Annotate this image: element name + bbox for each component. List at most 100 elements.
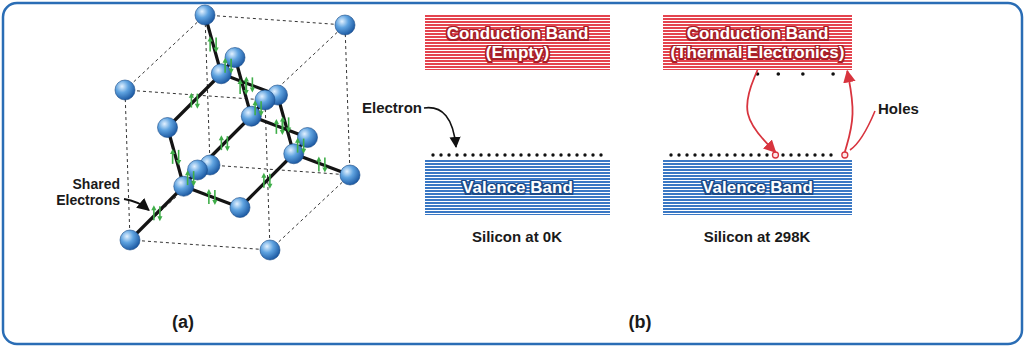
electron-dot — [813, 153, 816, 156]
band-label: Valence Band — [702, 178, 813, 197]
spin-down — [303, 139, 305, 150]
spin-up — [318, 160, 320, 171]
electron-dot — [757, 153, 760, 156]
spin-down — [324, 157, 326, 168]
spin-up — [208, 193, 210, 204]
band-label: Valence Band — [462, 178, 573, 197]
spin-down-head — [259, 111, 264, 116]
spin-down — [193, 171, 195, 182]
spin-up — [263, 177, 265, 188]
spin-up-head — [280, 116, 285, 121]
spin-down — [159, 206, 161, 217]
cube-edge — [205, 15, 345, 25]
spin-down — [214, 190, 216, 201]
silicon-atom — [120, 230, 140, 250]
callout-label: Electron — [330, 99, 422, 116]
spin-up — [191, 97, 193, 108]
spin-down-head — [214, 47, 219, 52]
electron-dot — [503, 153, 506, 156]
electron-dot — [487, 153, 490, 156]
leader-line — [850, 111, 875, 150]
electron-dot — [463, 153, 466, 156]
cube-edge — [270, 175, 350, 250]
panel-label: (b) — [615, 312, 665, 332]
electron-dot — [495, 153, 498, 156]
electron-pair — [280, 116, 291, 132]
spin-down — [178, 150, 180, 161]
silicon-atom — [188, 160, 208, 180]
spin-up — [224, 62, 226, 73]
silicon-atom — [230, 198, 250, 218]
electron-pair — [253, 100, 264, 116]
electron-pair — [316, 156, 327, 172]
transition-arrow — [845, 71, 853, 152]
electron-dot — [821, 153, 824, 156]
spin-up — [276, 123, 278, 134]
silicon-atom — [115, 80, 135, 100]
spin-up-head — [208, 36, 213, 41]
valence-band: Valence Band — [663, 160, 852, 215]
silicon-lattice — [115, 5, 360, 260]
electron-pair — [151, 205, 162, 221]
electron-dot — [685, 153, 688, 156]
band-label: Conduction Band (Empty) — [431, 24, 604, 62]
spin-down-head — [191, 181, 196, 186]
hole — [772, 152, 778, 158]
spin-up — [246, 80, 248, 91]
covalent-bond — [168, 74, 222, 128]
electron-dot — [776, 72, 780, 76]
silicon-atom — [211, 64, 231, 84]
electron-dot — [559, 153, 562, 156]
electron-dot — [583, 153, 586, 156]
caption-label: Silicon at 298K — [657, 228, 857, 245]
electron-dot — [805, 153, 808, 156]
spin-down-head — [157, 216, 162, 221]
electron-dot — [519, 153, 522, 156]
electron-dot — [669, 153, 672, 156]
spin-up — [221, 139, 223, 150]
covalent-bond — [130, 186, 184, 240]
spin-down-head — [322, 167, 327, 172]
cube-edge — [130, 240, 270, 250]
electron-dot — [567, 153, 570, 156]
electron-dot — [591, 153, 594, 156]
spin-up — [282, 120, 284, 131]
spin-up-head — [185, 170, 190, 175]
electron-dot — [599, 153, 602, 156]
conduction-band: Conduction Band (Thermal Electronics) — [663, 15, 852, 70]
cube-edge — [125, 90, 130, 240]
silicon-atom — [335, 15, 355, 35]
callout-label: Shared Electrons — [20, 176, 120, 208]
silicon-atom — [260, 240, 280, 260]
electron-dot — [479, 153, 482, 156]
electron-dot — [471, 153, 474, 156]
spin-down — [245, 80, 247, 91]
electron-dot — [693, 153, 696, 156]
hole — [842, 152, 848, 158]
electron-dot — [829, 153, 832, 156]
spin-down-head — [250, 87, 255, 92]
spin-down-head — [286, 127, 291, 132]
electron-dot — [725, 153, 728, 156]
spin-down — [230, 59, 232, 70]
electron-dot — [439, 153, 442, 156]
panel-label: (a) — [158, 312, 208, 332]
spin-down — [288, 117, 290, 128]
electron-dot — [831, 72, 835, 76]
leader-line — [124, 199, 149, 210]
electron-pair — [208, 36, 219, 52]
silicon-atom — [298, 128, 318, 148]
electron-dot — [535, 153, 538, 156]
electron-pair — [223, 58, 234, 74]
spin-down-head — [301, 149, 306, 154]
electron-dot — [575, 153, 578, 156]
electron-dot — [781, 153, 784, 156]
silicon-atom — [241, 106, 261, 126]
spin-up-head — [189, 93, 194, 98]
spin-down — [252, 77, 254, 88]
spin-down — [260, 101, 262, 112]
frame — [3, 3, 1022, 344]
spin-up-head — [244, 76, 249, 81]
spin-up-head — [295, 138, 300, 143]
leader-line — [424, 108, 456, 147]
